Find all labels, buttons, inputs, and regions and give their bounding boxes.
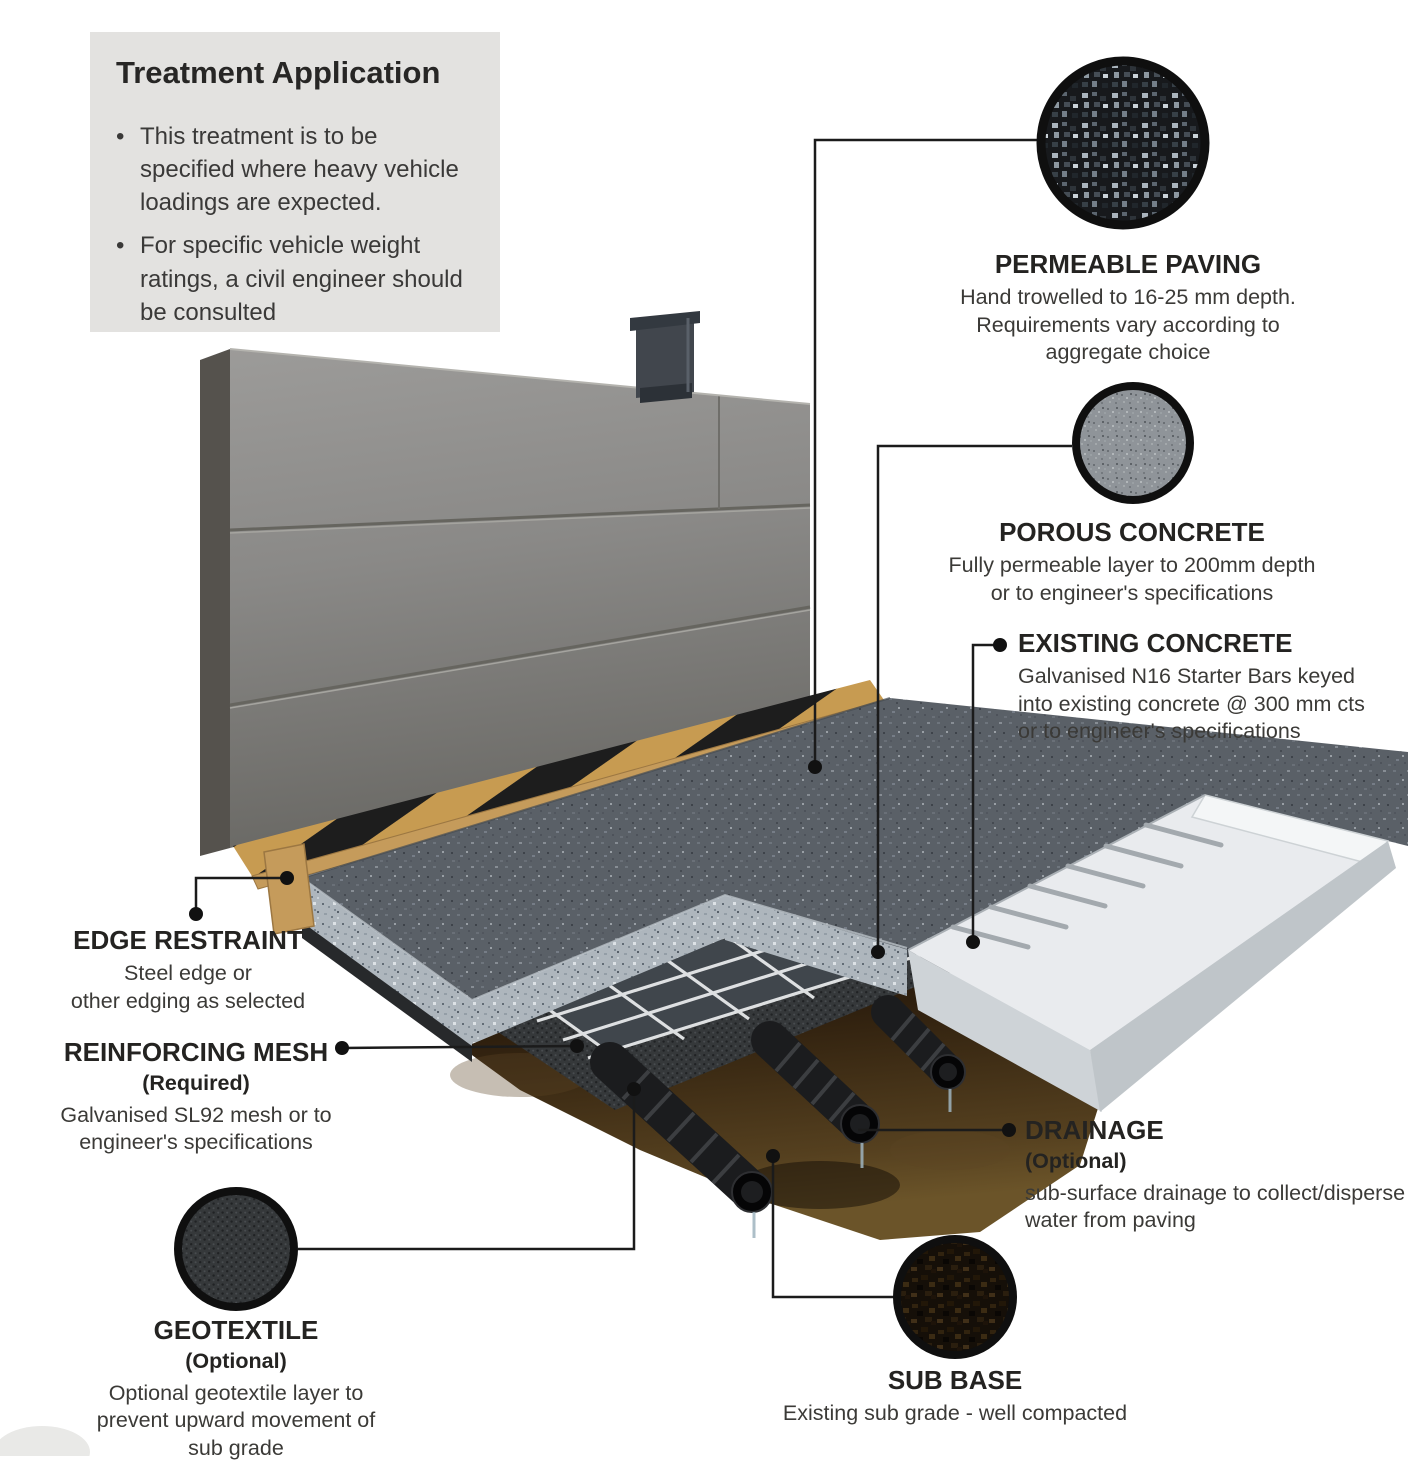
drainage-pipe — [871, 995, 966, 1112]
concrete-wall — [200, 348, 811, 856]
watermark — [0, 1426, 90, 1456]
callout-title: EDGE RESTRAINT — [73, 925, 303, 955]
info-bullet: • This treatment is to be specified wher… — [116, 120, 474, 219]
callout-porous-concrete: POROUS CONCRETE Fully permeable layer to… — [932, 517, 1332, 607]
callout-qualifier: (Required) — [142, 1071, 250, 1096]
callout-description: Galvanised SL92 mesh or to engineer's sp… — [60, 1102, 332, 1155]
callout-geotextile: GEOTEXTILE (Optional) Optional geotextil… — [56, 1315, 416, 1462]
callout-sub-base: SUB BASE Existing sub grade - well compa… — [745, 1365, 1165, 1428]
drainage-pipe — [751, 1021, 880, 1168]
bullet-icon: • — [116, 123, 125, 151]
edge-restraint-plate — [263, 843, 315, 935]
bullet-icon: • — [116, 232, 125, 260]
callout-title: PERMEABLE PAVING — [994, 249, 1262, 279]
leader-porous-concrete — [871, 444, 1072, 959]
callout-description: Hand trowelled to 16-25 mm depth. Requir… — [960, 285, 1296, 365]
leader-lines — [189, 138, 1072, 1299]
geotextile-photo — [174, 1187, 298, 1311]
leader-existing-concrete — [966, 638, 1007, 949]
permeable-paving-surface — [301, 697, 1408, 1002]
callout-permeable-paving: PERMEABLE PAVING Hand trowelled to 16-25… — [938, 249, 1318, 367]
permeable-paving-photo — [1036, 56, 1210, 230]
leader-permeable-paving — [808, 138, 1039, 774]
leader-drainage — [858, 1123, 1016, 1137]
callout-qualifier: (Optional) — [1025, 1149, 1127, 1174]
callout-title: GEOTEXTILE — [153, 1315, 319, 1345]
callout-title: DRAINAGE — [1025, 1115, 1164, 1145]
steel-beam — [630, 311, 700, 403]
hazard-strip — [233, 680, 884, 876]
callout-existing-concrete: EXISTING CONCRETE Galvanised N16 Starter… — [1018, 628, 1398, 746]
callout-description: Existing sub grade - well compacted — [782, 1401, 1128, 1426]
info-bullet: • For specific vehicle weight ratings, a… — [116, 229, 474, 328]
existing-concrete-slab — [907, 794, 1396, 1112]
info-bullet-text: This treatment is to be specified where … — [140, 123, 459, 217]
info-box: Treatment Application • This treatment i… — [90, 32, 500, 332]
porous-concrete-faces — [302, 878, 907, 1046]
leader-geotextile — [298, 1082, 641, 1251]
callout-description: Galvanised N16 Starter Bars keyed into e… — [1018, 664, 1365, 744]
callout-title: SUB BASE — [887, 1365, 1023, 1395]
callout-title: EXISTING CONCRETE — [1018, 628, 1293, 658]
info-box-title: Treatment Application — [116, 55, 441, 90]
callout-description: Fully permeable layer to 200mm depth or … — [948, 553, 1316, 605]
callout-qualifier: (Optional) — [185, 1349, 287, 1374]
callout-title: POROUS CONCRETE — [999, 517, 1265, 547]
callout-drainage: DRAINAGE (Optional) sub-surface drainage… — [1025, 1115, 1407, 1235]
porous-concrete-photo — [1072, 382, 1194, 504]
callout-description: Optional geotextile layer to prevent upw… — [96, 1380, 376, 1460]
callout-reinforcing-mesh: REINFORCING MESH (Required) Galvanised S… — [16, 1037, 376, 1157]
leader-sub-base — [766, 1149, 897, 1299]
info-bullet-text: For specific vehicle weight ratings, a c… — [140, 232, 463, 326]
callout-edge-restraint: EDGE RESTRAINT Steel edge or other edgin… — [18, 925, 358, 1015]
callout-description: Steel edge or other edging as selected — [70, 961, 306, 1013]
callout-description: sub-surface drainage to collect/disperse… — [1025, 1180, 1406, 1233]
sub-base-photo — [893, 1235, 1017, 1359]
callout-title: REINFORCING MESH — [63, 1037, 329, 1067]
leader-reinforcing-mesh — [335, 1039, 584, 1055]
starter-bars — [950, 822, 1224, 950]
leader-edge-restraint — [189, 871, 294, 921]
